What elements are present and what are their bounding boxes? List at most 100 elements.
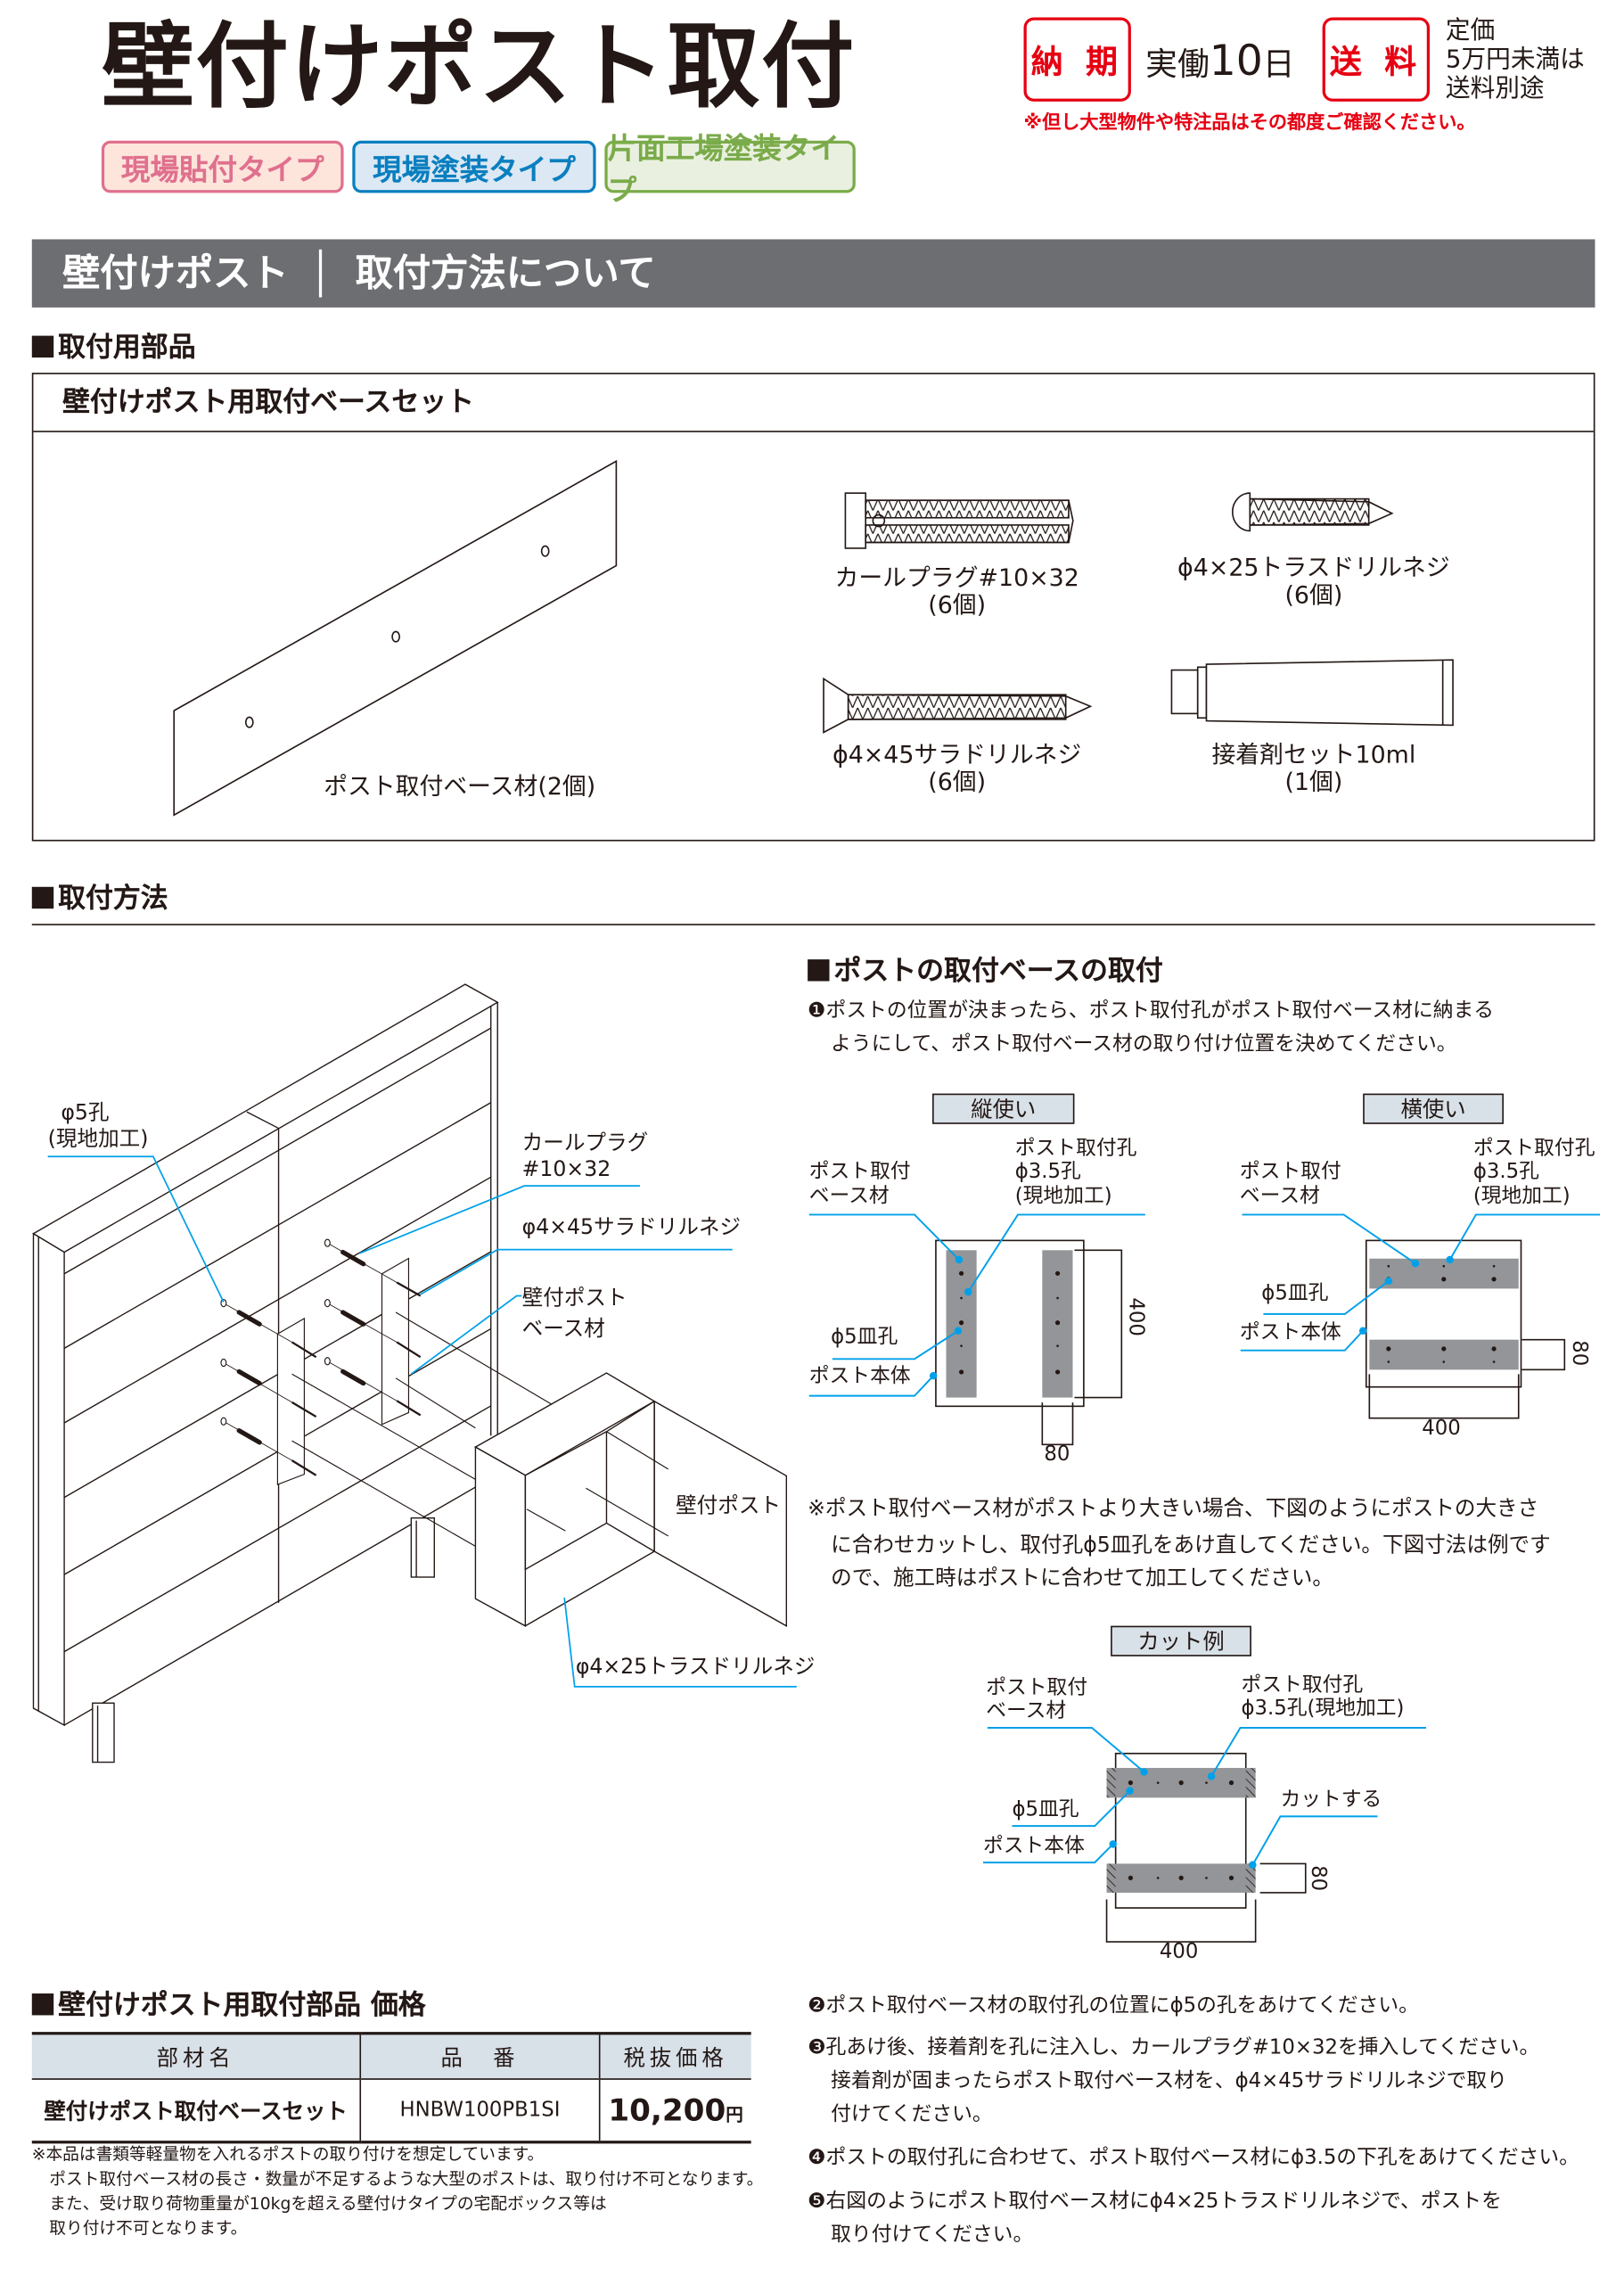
tag-label: 片面工場塗装タイプ [607,130,840,208]
dim-400: 400 [1422,1417,1461,1441]
table-row: 壁付けポスト取付ベースセット HNBW100PB1SI 10,200円 [31,2079,751,2144]
column-header: 税抜価格 [598,2032,751,2080]
iso-label-truss: φ4×25トラスドリルネジ [575,1656,816,1680]
part-name: 壁付けポスト取付ベースセット [31,2079,361,2144]
vertical-use-diagram [808,1213,1145,1446]
delivery-number: 10 [1209,35,1263,86]
truss-screw-qty: (6個) [1284,580,1343,609]
vertical-use-title: 縦使い [932,1093,1075,1124]
parts-box [31,373,1595,842]
sara-screw-icon [823,677,1093,734]
page-title: 壁付けポスト取付 [101,14,856,122]
iso-label-post: 壁付ポスト [676,1494,782,1518]
price-note: また、受け取り荷物重量が10kgを超える壁付けタイプの宅配ボックス等は [49,2193,607,2214]
step-4: ❹ポストの取付孔に合わせて、ポスト取付ベース材にϕ3.5の下孔をあけてください。 [808,2146,1579,2170]
horizontal-use-diagram [1240,1213,1601,1419]
iso-label-base-2: ベース材 [521,1318,605,1342]
dim-80: 80 [1306,1865,1330,1892]
price-note: ポスト取付ベース材の長さ・数量が不足するような大型のポストは、取り付け不可となり… [49,2168,764,2190]
square-bullet-icon [808,959,830,982]
label-hole: ポスト取付孔 [1241,1673,1364,1697]
price-note: 取り付け不可となります。 [49,2217,248,2239]
price-note: ※本品は書類等軽量物を入れるポストの取り付けを想定しています。 [31,2143,545,2165]
cut-note-line: ※ポスト取付ベース材がポストより大きい場合、下図のようにポストの大きさ [808,1498,1539,1522]
part-code: HNBW100PB1SI [359,2079,600,2144]
board-caption: ポスト取付ベース材(2個) [324,772,596,801]
label-hole: ポスト取付孔 [1014,1137,1137,1161]
iso-label-sara: φ4×45サラドリルネジ [521,1216,742,1240]
section-bar-divider [318,249,322,298]
sara-screw-qty: (6個) [928,768,987,796]
shipping-line: 定価 [1445,16,1496,46]
truss-screw-caption: ϕ4×25トラスドリルネジ [1177,554,1450,581]
label-cut: カットする [1280,1788,1382,1812]
shipping-badge: 送 料 [1322,17,1431,102]
adhesive-qty: (1個) [1284,768,1343,796]
table-header-row: 部材名 品 番 税抜価格 [31,2032,751,2080]
label-hole-size: ϕ3.5孔(現地加工) [1241,1697,1405,1721]
base-mount-heading: ポストの取付ベースの取付 [808,958,1163,985]
parts-heading-text: 取付用部品 [58,331,196,364]
step-5: ❺右図のようにポスト取付ベース材にϕ4×25トラスドリルネジで、ポストを [808,2190,1502,2214]
step-5-cont: 取り付けてください。 [831,2223,1034,2247]
square-bullet-icon [31,335,54,358]
label-sara-hole: ϕ5皿孔 [831,1325,898,1349]
step-2: ❷ポスト取付ベース材の取付孔の位置にϕ5の孔をあけてください。 [808,1993,1419,2018]
label-hole-size: ϕ3.5孔 [1014,1160,1081,1184]
iso-label-hole-note: (現地加工) [47,1128,149,1152]
label-hole-note: (現地加工) [1472,1185,1571,1209]
plug-caption: カールプラグ#10×32 [834,563,1079,592]
iso-label-base: 壁付ポスト [521,1287,627,1311]
horizontal-use-title-text: 横使い [1400,1096,1466,1123]
delivery-badge: 納 期 [1023,17,1131,102]
shipping-line: 送料別途 [1445,74,1545,104]
section-bar: 壁付けポスト 取付方法について [31,239,1595,308]
column-header: 品 番 [359,2032,600,2080]
cut-note-line: に合わせカットし、取付孔ϕ5皿孔をあけ直してください。下図寸法は例です [831,1533,1551,1558]
dim-80: 80 [1044,1443,1070,1467]
label-hole: ポスト取付孔 [1472,1137,1595,1161]
base-mount-heading-text: ポストの取付ベースの取付 [833,955,1163,988]
sara-screw-caption: ϕ4×45サラドリルネジ [833,740,1082,769]
shipping-label: 送 料 [1330,45,1423,82]
square-bullet-icon [31,886,54,909]
delivery-value: 実働10日 [1145,39,1295,84]
cut-example-diagram [982,1727,1426,1943]
price-value: 10,200 [608,2092,726,2128]
parts-box-title: 壁付けポスト用取付ベースセット [62,386,475,419]
wall-post-box [474,1372,788,1627]
adhesive-tube-icon [1170,659,1454,727]
tag-label: 現場塗装タイプ [373,151,576,187]
price-unit: 円 [726,2104,743,2125]
tag-katamen-kojo: 片面工場塗装タイプ [604,130,856,208]
parts-heading: 取付用部品 [31,331,196,364]
label-base-2: ベース材 [808,1185,890,1209]
label-post-body: ポスト本体 [808,1364,911,1388]
step-3: ❸孔あけ後、接着剤を孔に注入し、カールプラグ#10×32を挿入してください。 [808,2036,1540,2060]
plug-qty: (6個) [928,591,987,620]
label-base-2: ベース材 [986,1699,1067,1723]
divider [33,431,1594,432]
curl-plug-icon [844,492,1074,549]
step1-line: ようにして、ポスト取付ベース材の取り付け位置を決めてください。 [831,1032,1457,1056]
label-base-2: ベース材 [1239,1185,1320,1209]
delivery-suffix: 日 [1262,46,1295,84]
method-heading: 取付方法 [31,884,168,913]
step-3-cont: 付けてください。 [831,2102,993,2126]
iso-label-plug-size: #10×32 [521,1158,611,1182]
tag-label: 現場貼付タイプ [120,151,324,187]
truss-screw-icon [1231,492,1394,532]
delivery-label: 納 期 [1030,45,1124,82]
label-hole-size: ϕ3.5孔 [1472,1160,1539,1184]
iso-label-hole: φ5孔 [61,1101,110,1125]
price-heading-text: 壁付けポスト用取付部品 価格 [58,1989,426,2021]
vertical-use-title-text: 縦使い [971,1096,1037,1123]
delivery-prefix: 実働 [1145,46,1210,84]
cut-example-title-text: カット例 [1137,1628,1225,1656]
column-header: 部材名 [31,2032,361,2080]
square-bullet-icon [31,1993,54,2016]
label-base: ポスト取付 [1239,1160,1341,1184]
dim-400: 400 [1159,1940,1199,1964]
